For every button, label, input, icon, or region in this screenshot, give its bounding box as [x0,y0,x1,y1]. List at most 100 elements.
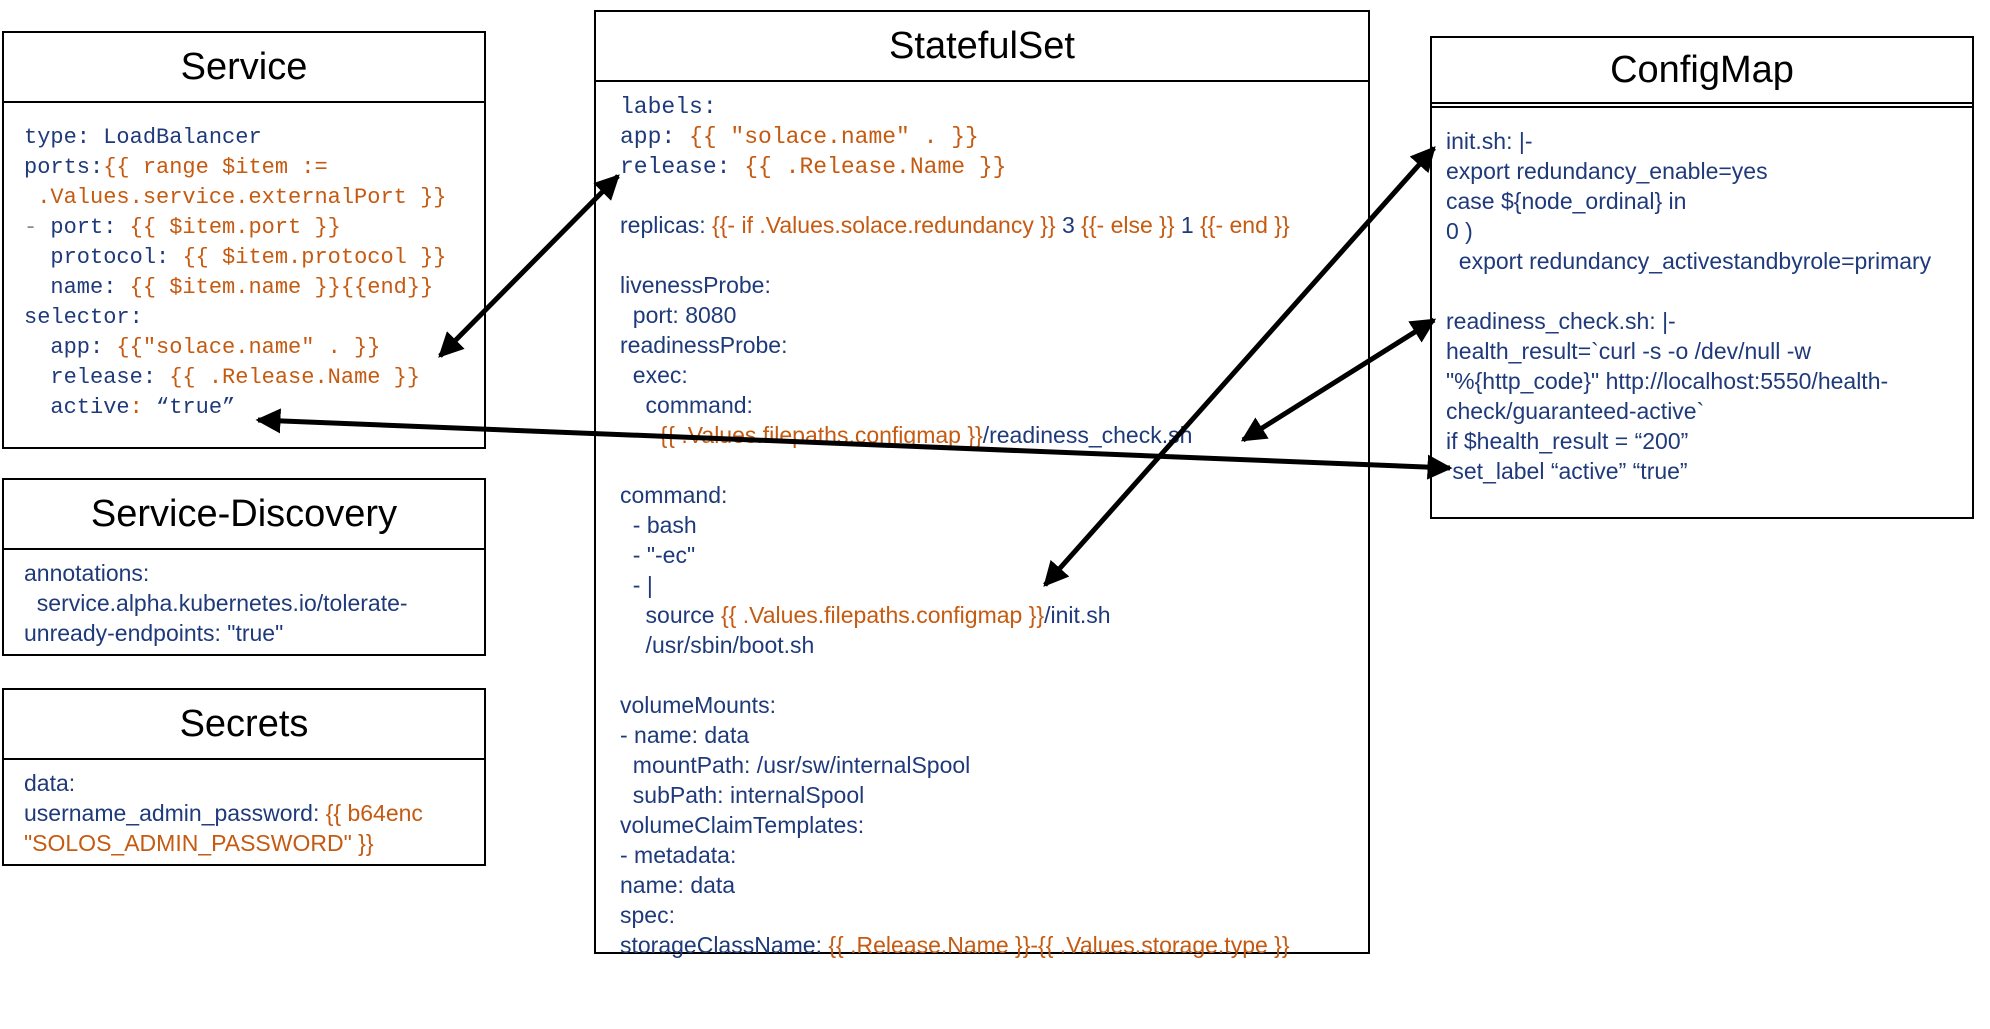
template-expression: {{ $item.port }} [129,215,341,240]
template-expression: {{ .Release.Name }} [169,365,421,390]
code-line: mountPath: /usr/sw/internalSpool [620,750,1368,780]
statefulset-title: StatefulSet [596,12,1368,82]
code-line: volumeClaimTemplates: [620,810,1368,840]
template-expression: {{ b64enc [325,800,423,826]
template-expression: {{ range $item := [103,155,328,180]
code-line: "SOLOS_ADMIN_PASSWORD" }} [24,828,484,858]
code-text: labels: [620,94,717,120]
code-text: /init.sh [1044,602,1111,628]
code-text: active [24,395,130,420]
code-line: unready-endpoints: "true" [24,618,484,648]
code-line: - name: data [620,720,1368,750]
secrets-title: Secrets [4,690,484,760]
code-line: ports:{{ range $item := [24,153,484,183]
code-line: app: {{"solace.name" . }} [24,333,484,363]
code-text: volumeClaimTemplates: [620,812,865,838]
code-text: subPath: internalSpool [620,782,865,808]
code-line [1446,276,1972,306]
code-text: protocol: [24,245,183,270]
code-text: 1 [1174,212,1201,238]
code-text: - metadata: [620,842,737,868]
code-text: service.alpha.kubernetes.io/tolerate- [24,590,408,616]
code-text: mountPath: /usr/sw/internalSpool [620,752,971,778]
code-text: - [620,422,660,448]
code-text: case ${node_ordinal} in [1446,188,1687,214]
code-text: type: [24,125,104,150]
code-line: app: {{ "solace.name" . }} [620,120,1368,150]
template-expression: "SOLOS_ADMIN_PASSWORD" }} [24,830,374,856]
code-text: data: [24,770,76,796]
template-expression: {{ .Values.filepaths.configmap }} [720,602,1045,628]
template-expression: {{ "solace.name" . }} [689,124,979,150]
code-text: volumeMounts: [620,692,776,718]
code-line: data: [24,768,484,798]
code-text: command: [620,392,753,418]
template-expression: .Values.service.externalPort }} [24,185,447,210]
secrets-body: data:username_admin_password: {{ b64enc"… [4,760,484,858]
code-line: - "-ec" [620,540,1368,570]
code-line: health_result=`curl -s -o /dev/null -w [1446,336,1972,366]
code-text: command: [620,482,728,508]
code-line: command: [620,390,1368,420]
template-expression: {{ $item.protocol }} [182,245,447,270]
configmap-box: ConfigMap init.sh: |-export redundancy_e… [1430,36,1974,519]
code-line: port: 8080 [620,300,1368,330]
code-text: app: [620,124,690,150]
code-text: export redundancy_enable=yes [1446,158,1768,184]
code-line: - | [620,570,1368,600]
code-line: spec: [620,900,1368,930]
code-text: /usr/sbin/boot.sh [620,632,815,658]
code-line: check/guaranteed-active` [1446,396,1972,426]
code-line: - metadata: [620,840,1368,870]
code-line [620,180,1368,210]
code-text: LoadBalancer [103,125,262,150]
code-line [620,240,1368,270]
statefulset-box: StatefulSet labels:app: {{ "solace.name"… [594,10,1370,958]
code-text: init.sh: |- [1446,128,1533,154]
code-line: username_admin_password: {{ b64enc [24,798,484,828]
code-line: case ${node_ordinal} in [1446,186,1972,216]
code-text: name: data [620,872,736,898]
template-expression: {{- if .Values.solace.redundancy }} [712,212,1056,238]
code-text: port: 8080 [620,302,737,328]
service-discovery-box: Service-Discovery annotations: service.a… [2,478,486,656]
service-discovery-body: annotations: service.alpha.kubernetes.io… [4,550,484,648]
code-text: spec: [620,902,675,928]
code-text: - name: data [620,722,750,748]
code-line: active: “true” [24,393,484,423]
code-line: storageClassName: {{ .Release.Name }}-{{… [620,930,1368,960]
code-text: readinessProbe: [620,332,788,358]
template-expression: {{ .Values.filepaths.configmap }} [659,422,983,448]
code-text: check/guaranteed-active` [1446,398,1705,424]
template-expression: {{- end }} [1200,212,1290,238]
code-line [620,660,1368,690]
code-text: - bash [620,512,697,538]
code-text: livenessProbe: [620,272,771,298]
code-line: type: LoadBalancer [24,123,484,153]
code-line: command: [620,480,1368,510]
code-text: selector: [24,305,143,330]
service-discovery-title: Service-Discovery [4,480,484,550]
code-line [620,450,1368,480]
template-expression: {{"solace.name" . }} [116,335,381,360]
code-line: source {{ .Values.filepaths.configmap }}… [620,600,1368,630]
template-expression: {{ $item.name }}{{end}} [129,275,434,300]
code-line: livenessProbe: [620,270,1368,300]
code-line: readinessProbe: [620,330,1368,360]
code-line: name: {{ $item.name }}{{end}} [24,273,484,303]
code-text: - [24,215,51,240]
code-text: health_result=`curl -s -o /dev/null -w [1446,338,1811,364]
code-text: - | [620,572,653,598]
code-line: "%{http_code}" http://localhost:5550/hea… [1446,366,1972,396]
code-line: volumeMounts: [620,690,1368,720]
code-line: /usr/sbin/boot.sh [620,630,1368,660]
code-line: set_label “active” “true” [1446,456,1972,486]
code-text: storageClassName: [620,932,829,958]
code-text: - "-ec" [620,542,696,568]
code-line: replicas: {{- if .Values.solace.redundan… [620,210,1368,240]
code-line: annotations: [24,558,484,588]
template-expression: {{ .Release.Name }} [744,154,1007,180]
code-text: export redundancy_activestandbyrole=prim… [1446,248,1932,274]
